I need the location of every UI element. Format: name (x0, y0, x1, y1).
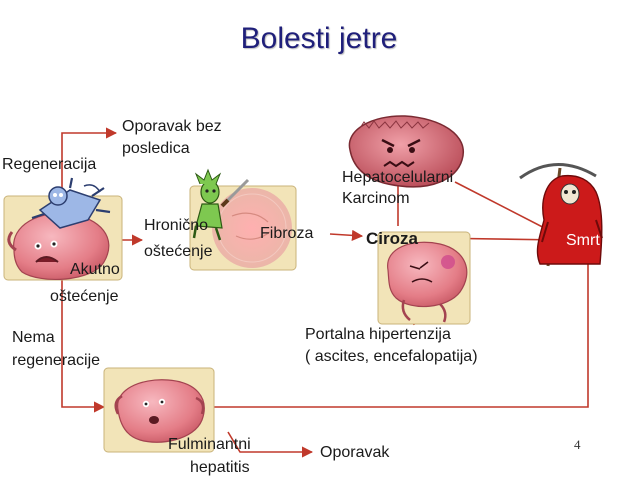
recovery-without-label: Oporavak bez (122, 118, 222, 135)
chronic-label: Hronično (144, 217, 209, 234)
acute-label: Akutno (70, 261, 120, 278)
ascites-label: ( ascites, encefalopatija) (305, 348, 478, 365)
carcinoma-label: Karcinom (342, 190, 410, 207)
no-label: Nema (12, 329, 55, 346)
arrow-to-recovery (227, 431, 314, 458)
page-number: 4 (574, 437, 581, 452)
hepatocellular-label: Hepatocelularni (342, 169, 454, 186)
arrow-to-cirrhosis (329, 229, 364, 241)
cirrhosis-label: Ciroza (366, 229, 418, 248)
fairy-knife-icon (192, 168, 250, 241)
fibrosis-label: Fibroza (260, 225, 314, 242)
arrow-to-fulminant (61, 280, 106, 413)
consequences-label: posledica (122, 140, 190, 157)
grim-reaper-icon (519, 163, 603, 267)
fulminant-label: Fulminantni (168, 436, 251, 453)
death-label: Smrt (566, 232, 600, 249)
cirrhotic-liver-icon (377, 231, 471, 325)
slide-title: Bolesti jetre (240, 22, 398, 55)
virus-attack-icon (31, 177, 111, 229)
chronic-damage-label: oštećenje (144, 243, 213, 260)
regeneration-label: Regeneracija (2, 156, 97, 173)
regeneration-none-label: regeneracije (12, 352, 101, 369)
connector-lines (61, 127, 589, 458)
acute-damage-label: oštećenje (50, 288, 119, 305)
hepatitis-label: hepatitis (190, 459, 250, 476)
recovery-label: Oporavak (320, 444, 390, 461)
portal-hypertension-label: Portalna hipertenzija (305, 326, 451, 343)
angry-cancer-liver-icon (348, 115, 465, 188)
fulminant-liver-icon (103, 367, 215, 453)
fulminant-to-death-line (212, 262, 589, 408)
arrow-to-recovery-without-consequences (61, 127, 118, 195)
